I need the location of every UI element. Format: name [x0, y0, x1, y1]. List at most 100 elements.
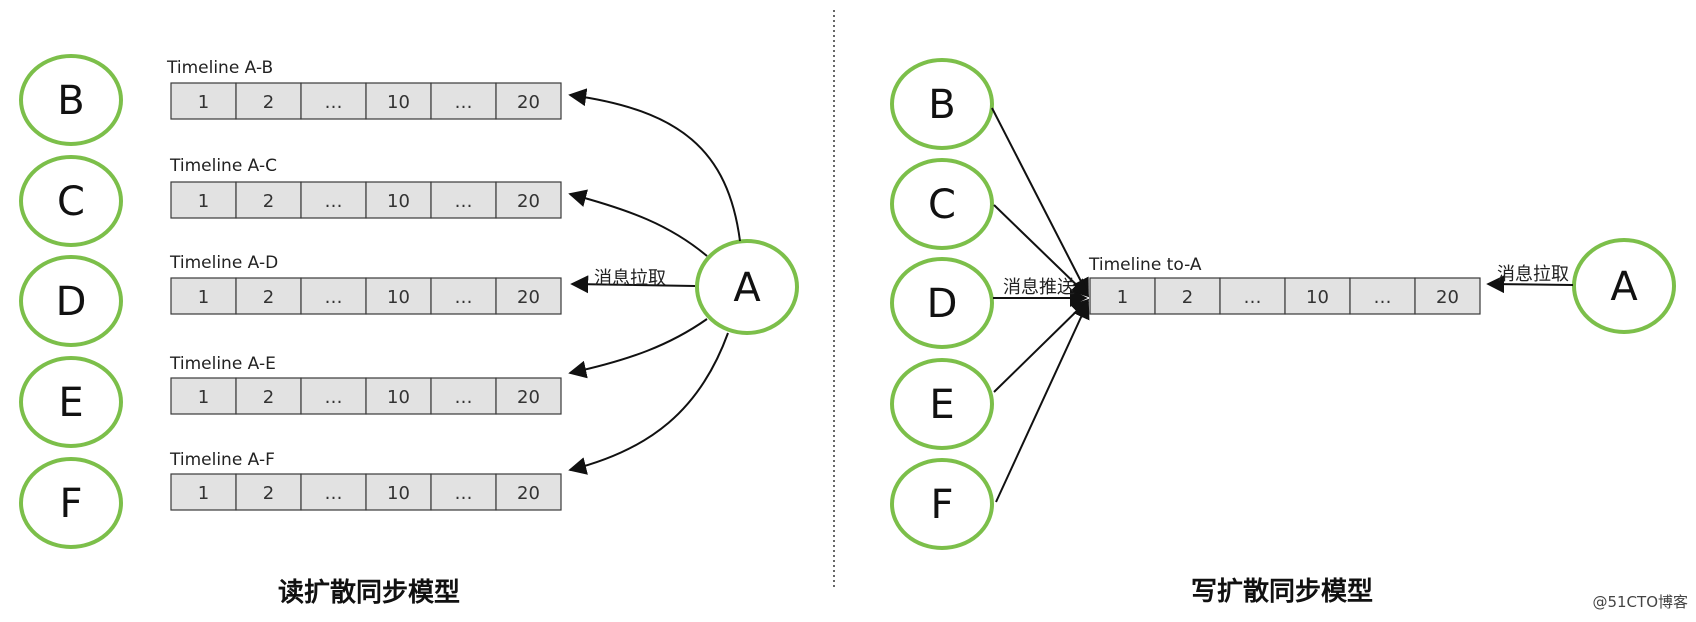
node-a-source-label: A	[733, 265, 761, 311]
timeline-cell-label: 2	[263, 92, 274, 113]
timeline-cell	[170, 277, 237, 315]
timeline-cell-label: …	[455, 387, 473, 408]
timeline-cell	[1219, 277, 1286, 315]
timeline-a-f-label: Timeline A-F	[169, 450, 275, 470]
pull-label-left: 消息拉取	[594, 268, 666, 289]
node-c-label: C	[57, 179, 85, 225]
timeline-cell-label: 1	[198, 387, 209, 408]
timeline-cell-label: 20	[517, 191, 540, 212]
timeline-cell	[365, 82, 432, 120]
pull-arrow-f	[568, 332, 729, 475]
node-c	[19, 155, 123, 247]
timeline-cell	[1154, 277, 1221, 315]
timeline-cell-label: …	[1244, 287, 1262, 308]
timeline-cell-label: …	[325, 387, 343, 408]
push-arrow-c	[993, 204, 1090, 298]
timeline-cell-label: 1	[198, 191, 209, 212]
timeline-cell-label: 1	[198, 92, 209, 113]
node-d-right	[890, 257, 994, 349]
timeline-cell-label: 10	[1306, 287, 1329, 308]
timeline-cell	[170, 181, 237, 219]
pull-arrow-e	[568, 318, 708, 379]
node-f	[19, 457, 123, 549]
timeline-cell	[300, 473, 367, 511]
node-e	[19, 356, 123, 448]
node-f-label: F	[59, 481, 82, 527]
timeline-cell-label: …	[325, 92, 343, 113]
timeline-cell	[430, 181, 497, 219]
timeline-cell-label: 20	[517, 387, 540, 408]
watermark: @51CTO博客	[1592, 593, 1688, 611]
push-arrow-b	[991, 107, 1089, 297]
node-e-right-label: E	[929, 382, 954, 428]
timeline-cell	[1414, 277, 1481, 315]
timeline-a-e: 1 2 … 10 … 20	[170, 377, 562, 415]
push-label: 消息推送	[1003, 277, 1075, 298]
timeline-cell	[365, 181, 432, 219]
read-diffusion-title: 读扩散同步模型	[278, 577, 460, 608]
row-e: E Timeline A-E 1 2 … 10 … 20	[19, 354, 562, 448]
timeline-cell-label: 10	[387, 191, 410, 212]
timeline-cell	[365, 277, 432, 315]
timeline-cell	[495, 473, 562, 511]
timeline-cell	[300, 82, 367, 120]
timeline-cell-label: …	[325, 287, 343, 308]
timeline-cell-label: …	[325, 191, 343, 212]
timeline-cell	[300, 377, 367, 415]
pull-arrow-c	[568, 189, 708, 257]
timeline-cell	[1284, 277, 1351, 315]
push-arrow-e	[993, 298, 1090, 393]
pull-arrow-b	[568, 88, 741, 242]
node-a-target	[1572, 238, 1676, 334]
timeline-cell	[495, 277, 562, 315]
node-d-right-label: D	[927, 281, 958, 327]
timeline-cell	[365, 377, 432, 415]
timeline-a-d-label: Timeline A-D	[169, 253, 278, 273]
timeline-a-b-label: Timeline A-B	[166, 58, 273, 78]
node-d	[19, 255, 123, 347]
node-e-label: E	[58, 380, 83, 426]
timeline-cell-label: 20	[517, 287, 540, 308]
timeline-cell-label: …	[455, 287, 473, 308]
timeline-cell-label: …	[455, 92, 473, 113]
timeline-cell-label: 10	[387, 387, 410, 408]
timeline-cell-label: 2	[263, 191, 274, 212]
timeline-to-a-label: Timeline to-A	[1088, 255, 1202, 275]
timeline-cell-label: 20	[517, 483, 540, 504]
timeline-cell-label: 1	[1117, 287, 1128, 308]
node-f-right-label: F	[930, 482, 953, 528]
pull-arrow-right	[1486, 275, 1574, 294]
pull-label-right: 消息拉取	[1497, 264, 1569, 285]
timeline-cell	[365, 473, 432, 511]
timeline-cell-label: 10	[387, 92, 410, 113]
timeline-cell	[430, 82, 497, 120]
push-arrow-f	[995, 300, 1090, 503]
timeline-a-e-label: Timeline A-E	[169, 354, 276, 374]
timeline-cell	[170, 82, 237, 120]
node-b-label: B	[57, 78, 84, 124]
pull-arrow-d	[570, 275, 696, 294]
timeline-cell-label: …	[455, 483, 473, 504]
node-c-right	[890, 158, 994, 250]
timeline-cell	[300, 277, 367, 315]
timeline-cell-label: 2	[263, 387, 274, 408]
node-b	[19, 54, 123, 146]
timeline-cell	[495, 181, 562, 219]
timeline-cell	[495, 82, 562, 120]
read-diffusion-panel: B Timeline A-B 1 2 … 10 … 20 C Timeline A-C 1…	[19, 54, 799, 608]
timeline-cell-label: 2	[1182, 287, 1193, 308]
write-diffusion-title: 写扩散同步模型	[1191, 576, 1373, 607]
timeline-cell	[235, 377, 302, 415]
timeline-cell	[300, 181, 367, 219]
timeline-a-c-label: Timeline A-C	[169, 156, 277, 176]
timeline-cell	[235, 181, 302, 219]
